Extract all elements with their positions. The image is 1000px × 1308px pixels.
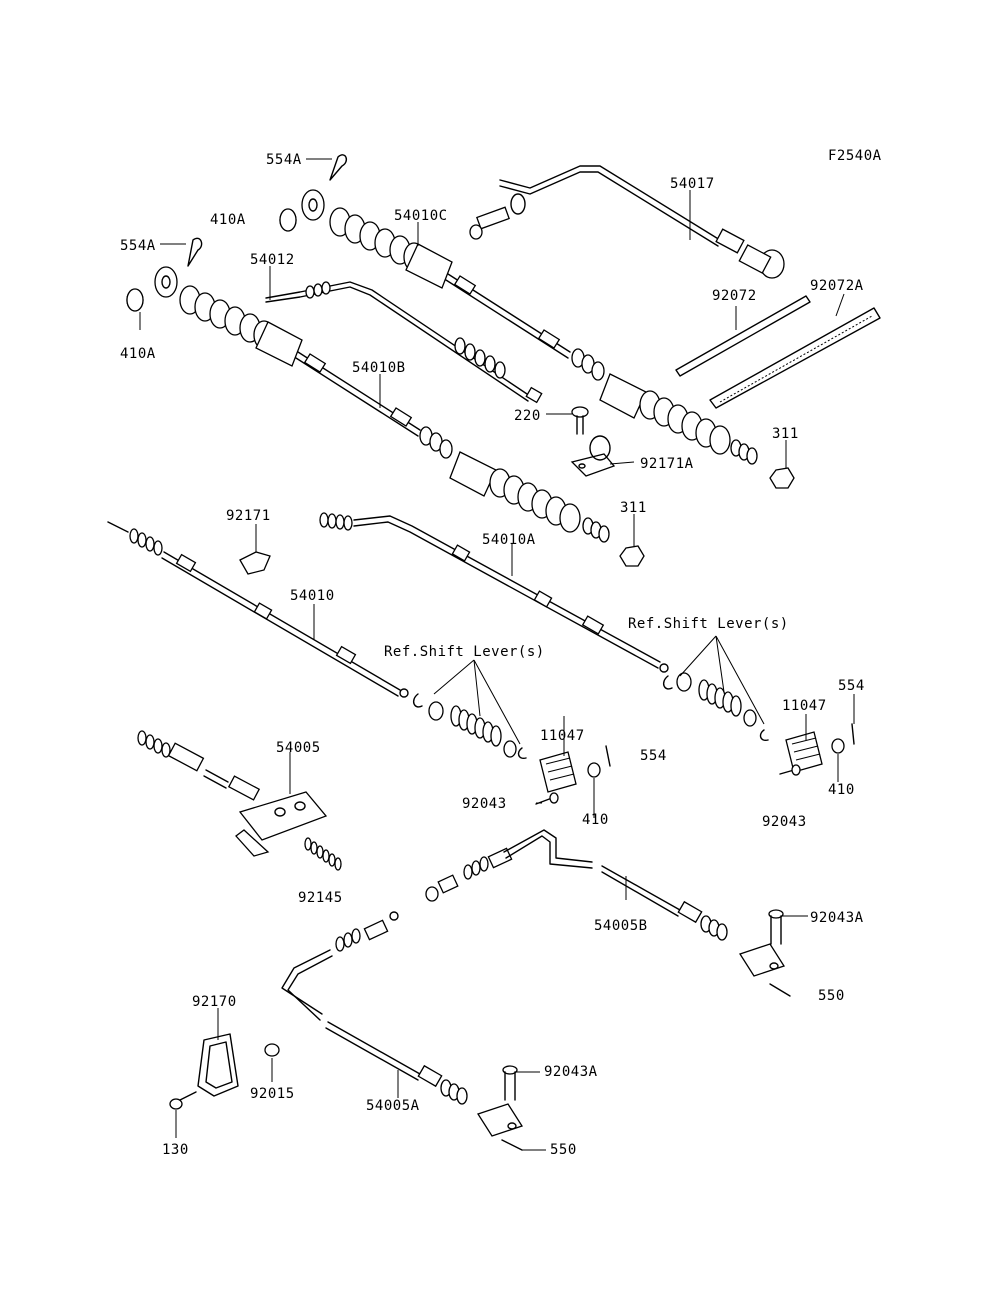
washer-410A-left — [126, 288, 144, 312]
label-54010A: 54010A — [482, 532, 536, 548]
label-311-top: 311 — [772, 426, 799, 442]
cable-tie-92072 — [675, 295, 811, 377]
rod-end-11047-right — [785, 731, 823, 773]
label-550-bottom: 550 — [550, 1142, 577, 1158]
label-54005B: 54005B — [594, 918, 648, 934]
label-130: 130 — [162, 1142, 189, 1158]
label-92043A-right: 92043A — [810, 910, 864, 926]
label-92171: 92171 — [226, 508, 271, 524]
bolt-130 — [169, 1091, 197, 1110]
clip-554A-top — [329, 154, 348, 181]
label-92171A: 92171A — [640, 456, 694, 472]
cable-54010 — [107, 521, 409, 698]
washer-410A-top — [279, 208, 297, 232]
cotter-550-bottom — [501, 1139, 523, 1151]
washer-410-left — [587, 762, 601, 778]
label-ref-shift-lever-right: Ref.Shift Lever(s) — [628, 616, 789, 632]
label-92145: 92145 — [298, 890, 343, 906]
cable-54005A — [281, 911, 523, 1137]
clamp-92171A — [570, 435, 616, 477]
cable-54010C — [279, 189, 795, 489]
label-11047-right: 11047 — [782, 698, 827, 714]
label-92043A-left: 92043A — [544, 1064, 598, 1080]
label-550-right: 550 — [818, 988, 845, 1004]
label-54012: 54012 — [250, 252, 295, 268]
label-554A-top: 554A — [266, 152, 302, 168]
label-92015: 92015 — [250, 1086, 295, 1102]
label-92043-right: 92043 — [762, 814, 807, 830]
clip-92171 — [239, 551, 271, 575]
leader-lines — [139, 158, 855, 1151]
label-410-left: 410 — [582, 812, 609, 828]
pin-92043-right — [779, 764, 801, 776]
cable-54010A — [319, 512, 669, 673]
label-554A-left: 554A — [120, 238, 156, 254]
label-554-mid: 554 — [640, 748, 667, 764]
washer-410-right — [831, 738, 845, 754]
cable-54017 — [469, 165, 785, 279]
bolt-220 — [571, 406, 589, 435]
label-54005: 54005 — [276, 740, 321, 756]
spring-group-left — [412, 693, 527, 760]
leader-ref-left — [433, 659, 521, 745]
label-11047-left: 11047 — [540, 728, 585, 744]
cable-54005 — [137, 730, 328, 857]
diagram-code: F2540A — [828, 148, 882, 164]
label-54010: 54010 — [290, 588, 335, 604]
pin-92043A-left — [502, 1065, 518, 1101]
label-54005A: 54005A — [366, 1098, 420, 1114]
spring-group-right — [662, 672, 769, 742]
nut-92015 — [264, 1043, 280, 1057]
pin-554-right — [851, 723, 855, 745]
label-410-right: 410 — [828, 782, 855, 798]
label-220: 220 — [514, 408, 541, 424]
pin-92043A-right — [768, 909, 784, 945]
label-311-mid: 311 — [620, 500, 647, 516]
leader-ref-right — [679, 635, 765, 725]
label-54010C: 54010C — [394, 208, 448, 224]
label-ref-shift-lever-left: Ref.Shift Lever(s) — [384, 644, 545, 660]
cable-tie-92072A — [709, 307, 881, 409]
cable-54005B — [425, 829, 785, 977]
cotter-550-right — [769, 983, 791, 997]
pin-554-mid — [605, 745, 611, 767]
label-92072: 92072 — [712, 288, 757, 304]
bracket-92170 — [197, 1033, 239, 1097]
cable-54010B — [126, 266, 645, 567]
label-554-right: 554 — [838, 678, 865, 694]
label-54017: 54017 — [670, 176, 715, 192]
pin-92043-left — [535, 792, 559, 805]
label-92072A: 92072A — [810, 278, 864, 294]
label-92043-left: 92043 — [462, 796, 507, 812]
spring-92145 — [304, 837, 342, 871]
rod-end-11047-left — [539, 751, 577, 793]
label-410A-left: 410A — [120, 346, 156, 362]
label-92170: 92170 — [192, 994, 237, 1010]
clip-554A-left — [187, 237, 203, 267]
cable-54012 — [265, 281, 543, 404]
label-410A-top: 410A — [210, 212, 246, 228]
label-54010B: 54010B — [352, 360, 406, 376]
